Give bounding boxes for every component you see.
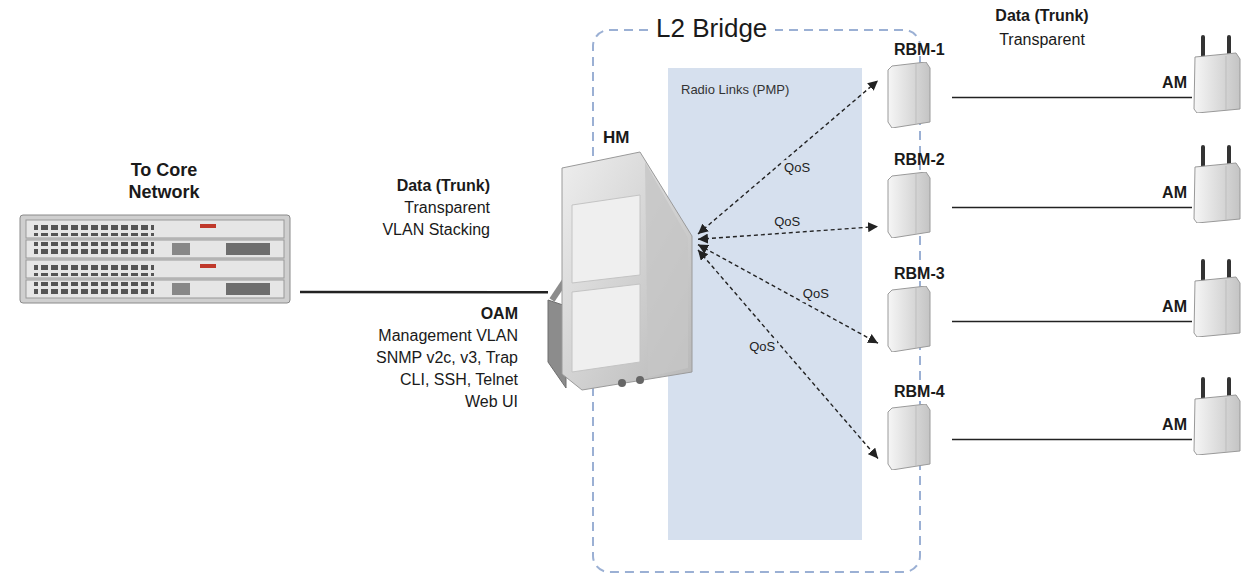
- switch-ports: [34, 262, 154, 276]
- trunk-line: [952, 97, 1192, 99]
- core-network: To Core Network: [15, 160, 300, 305]
- trunk-line: [300, 291, 548, 294]
- remote-radio: [888, 172, 930, 238]
- radio-housing: [562, 152, 692, 390]
- radio-link: [698, 245, 878, 344]
- bridge-region: L2 BridgeRadio Links (PMP)HMRBM-1RBM-2RB…: [593, 30, 920, 572]
- access-module: AM: [1192, 35, 1242, 113]
- link-label: QoS: [772, 214, 802, 230]
- access-module: AM: [1192, 145, 1242, 223]
- remote-module: RBM-2: [878, 150, 952, 240]
- node-label: HM: [603, 128, 629, 148]
- radio-link: [698, 250, 878, 459]
- hub-module: HM: [548, 128, 698, 393]
- access-radio: [1194, 259, 1240, 337]
- radio-panel: [572, 195, 640, 283]
- node-label: AM: [1162, 183, 1187, 202]
- remote-radio: [888, 286, 930, 352]
- switch-row: [26, 240, 284, 258]
- node-label: To Core Network: [108, 160, 220, 203]
- switch-ports: [34, 242, 154, 256]
- link-note: Web UI: [465, 392, 518, 411]
- node-label: RBM-4: [894, 382, 945, 401]
- remote-module: RBM-3: [878, 264, 952, 354]
- switch-badge: [200, 224, 216, 228]
- link-note: Data (Trunk): [995, 6, 1088, 25]
- switch-module: [226, 283, 270, 295]
- radio-panel: [572, 284, 640, 372]
- link-note: Management VLAN: [378, 326, 518, 345]
- link-note: OAM: [481, 304, 518, 323]
- access-radio: [1194, 377, 1240, 455]
- node-label: AM: [1162, 297, 1187, 316]
- switch-chassis: [20, 215, 290, 303]
- band-fill: [668, 68, 862, 540]
- radio-link: [698, 81, 878, 235]
- switch-ports: [34, 222, 154, 236]
- access-radio: [1194, 35, 1240, 113]
- link-note: VLAN Stacking: [382, 220, 490, 239]
- switch-module: [172, 243, 190, 255]
- link-label: QoS: [747, 340, 777, 356]
- link-label: QoS: [782, 160, 812, 176]
- radio-band: Radio Links (PMP): [668, 68, 862, 540]
- remote-module: RBM-1: [878, 40, 952, 130]
- link-note: CLI, SSH, Telnet: [400, 370, 518, 389]
- connector-port: [636, 376, 644, 384]
- switch-row: [26, 220, 284, 238]
- node-label: AM: [1162, 73, 1187, 92]
- link-note: Data (Trunk): [397, 176, 490, 195]
- link-note: SNMP v2c, v3, Trap: [376, 348, 518, 367]
- switch-ports: [34, 282, 154, 296]
- remote-module: RBM-4: [878, 382, 952, 472]
- link-note: Transparent: [404, 198, 490, 217]
- access-module: AM: [1192, 259, 1242, 337]
- remote-radio: [888, 62, 930, 128]
- node-label: Radio Links (PMP): [681, 82, 789, 98]
- switch-row: [26, 260, 284, 278]
- trunk-line: [952, 207, 1192, 209]
- access-radio: [1194, 145, 1240, 223]
- node-label: RBM-2: [894, 150, 945, 169]
- hub-radio: [548, 152, 692, 390]
- link-label: QoS: [801, 287, 831, 303]
- connector-port: [618, 379, 626, 387]
- housing-side: [645, 162, 688, 377]
- switch-row: [26, 280, 284, 298]
- node-label: RBM-3: [894, 264, 945, 283]
- access-module: AM: [1192, 377, 1242, 455]
- switch-module: [172, 283, 190, 295]
- node-label: AM: [1162, 415, 1187, 434]
- switch-badge: [200, 264, 216, 268]
- trunk-line: [952, 439, 1192, 441]
- core-switch: [20, 215, 290, 303]
- switch-module: [226, 243, 270, 255]
- node-label: RBM-1: [894, 40, 945, 59]
- link-note: Transparent: [999, 30, 1085, 49]
- trunk-line: [952, 321, 1192, 323]
- node-label: L2 Bridge: [648, 13, 775, 44]
- remote-radio: [888, 404, 930, 470]
